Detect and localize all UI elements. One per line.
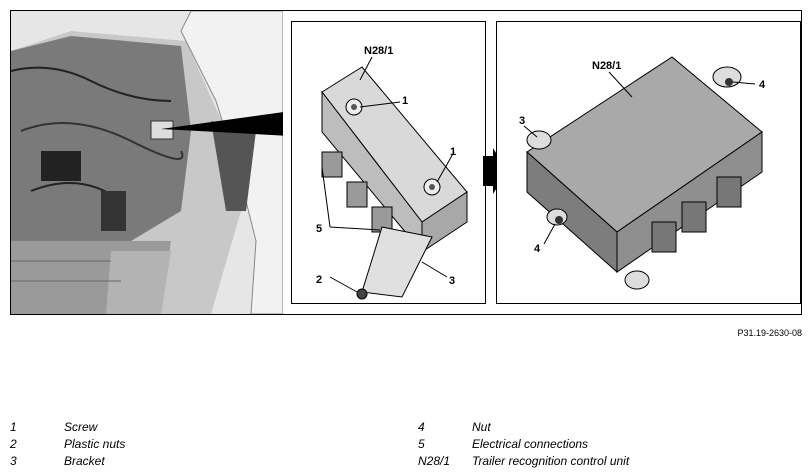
legend-item: 1 Screw [10,420,125,437]
legend-text: Plastic nuts [64,437,126,451]
callout-1-lower: 1 [450,146,456,158]
control-unit-illustration: N28/1 3 4 4 [519,56,766,290]
callout-n28-1-mounted: N28/1 [592,60,621,72]
legend-item: 4 Nut [418,420,629,437]
callout-n28-1-detail: N28/1 [364,45,393,57]
legend-number: 4 [418,420,425,434]
legend-number: N28/1 [418,454,451,468]
trunk-photo [11,11,283,314]
arrow-right-icon [483,148,507,194]
legend-item: 2 Plastic nuts [10,437,125,454]
callout-4-lower: 4 [534,243,541,255]
callout-2: 2 [316,274,322,286]
bracket-assembly-illustration: N28/1 1 1 2 3 5 [316,45,468,300]
legend-item: 3 Bracket [10,454,125,471]
callout-3-detail: 3 [449,275,455,287]
legend-text: Trailer recognition control unit [472,454,630,468]
trunk-photo-illustration [11,11,283,314]
legend-number: 3 [10,454,17,468]
legend-right: 4 Nut 5 Electrical connections N28/1 Tra… [418,420,629,471]
legend-number: 5 [418,437,425,451]
callout-3-mounted: 3 [519,115,525,127]
legend-text: Bracket [64,454,105,468]
legend-item: N28/1 Trailer recognition control unit [418,454,629,471]
legend-item: 5 Electrical connections [418,437,629,454]
callout-4-upper: 4 [759,79,766,91]
detail-view-panel: N28/1 1 1 2 3 5 [291,21,486,304]
legend-number: 2 [10,437,17,451]
legend-text: Screw [64,420,98,434]
figure-frame: N28/1 1 1 2 3 5 [10,10,802,315]
callout-1-upper: 1 [402,95,408,107]
figure-code: P31.19-2630-08 [737,328,802,338]
legend-text: Nut [472,420,491,434]
callout-5: 5 [316,223,322,235]
legend-left: 1 Screw 2 Plastic nuts 3 Bracket [10,420,125,471]
legend-text: Electrical connections [472,437,589,451]
mounted-view-panel: N28/1 3 4 4 [496,21,801,304]
legend-number: 1 [10,420,17,434]
